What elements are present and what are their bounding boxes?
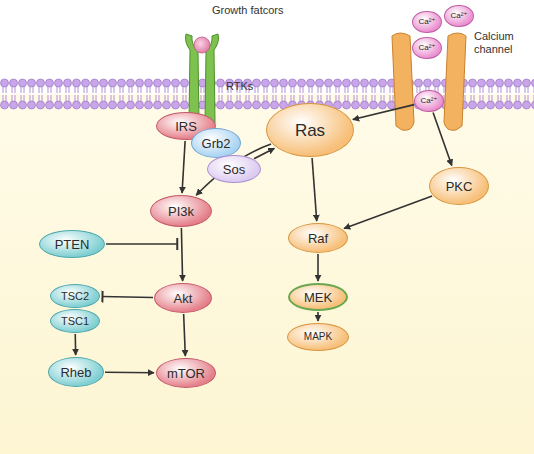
calcium-channel <box>392 33 466 130</box>
inhibition-connector <box>102 296 153 299</box>
node-label: Ca²⁺ <box>420 97 437 105</box>
inhibition-connector <box>106 243 178 245</box>
activation-arrow <box>344 196 432 228</box>
node-label: PTEN <box>55 238 90 251</box>
pathway-node: Ca²⁺ <box>444 5 473 27</box>
node-label: Ca²⁺ <box>418 18 435 26</box>
pathway-node: Raf <box>288 223 348 253</box>
pathway-node: TSC2 <box>50 284 100 308</box>
pathway-node: MEK <box>288 283 348 311</box>
node-label: PKC <box>446 180 473 193</box>
pathway-node: Grb2 <box>191 128 241 158</box>
pathway-node: Ca²⁺ <box>414 90 443 112</box>
annotation-label: Growth fatcors <box>212 4 322 17</box>
activation-arrow <box>353 105 414 120</box>
pathway-node: TSC1 <box>50 309 100 333</box>
node-label: Ras <box>295 122 325 139</box>
activation-arrow <box>317 254 319 281</box>
pathway-node: Ras <box>266 103 354 157</box>
node-label: mTOR <box>167 367 205 380</box>
node-label: Ca²⁺ <box>450 12 467 20</box>
pathway-node: PTEN <box>39 230 105 258</box>
pathway-node: PI3k <box>150 195 212 227</box>
pathway-node: Rheb <box>48 357 104 387</box>
activation-arrow <box>105 371 154 373</box>
node-label: Sos <box>223 163 245 176</box>
activation-arrow <box>74 334 76 355</box>
pathway-node: Sos <box>207 155 261 183</box>
node-label: MEK <box>304 291 332 304</box>
annotation-label: Calcium channel <box>474 30 530 55</box>
pathway-node: Akt <box>154 283 212 313</box>
node-label: Rheb <box>60 366 91 379</box>
node-label: Ca²⁺ <box>418 44 435 52</box>
activation-arrow <box>182 141 185 193</box>
node-label: Grb2 <box>202 137 231 150</box>
pathway-node: PKC <box>429 167 489 205</box>
node-label: Akt <box>174 292 193 305</box>
pathway-node: Ca²⁺ <box>412 37 441 59</box>
activation-arrow <box>184 314 186 356</box>
activation-arrow <box>312 158 317 221</box>
node-label: IRS <box>175 120 197 133</box>
pathway-node: Ca²⁺ <box>412 11 441 33</box>
node-label: PI3k <box>168 205 194 218</box>
node-label: MAPK <box>304 332 332 342</box>
pathway-node: MAPK <box>287 323 349 351</box>
cytoplasm <box>0 94 534 454</box>
pathway-node: mTOR <box>156 358 216 388</box>
activation-arrow <box>433 113 452 166</box>
node-label: TSC2 <box>61 291 89 302</box>
growth-factor <box>194 37 210 53</box>
node-label: TSC1 <box>61 316 89 327</box>
activation-arrow <box>317 312 319 321</box>
activation-arrow <box>181 228 182 281</box>
node-label: Raf <box>308 232 328 245</box>
annotation-label: RTKs <box>226 80 266 93</box>
